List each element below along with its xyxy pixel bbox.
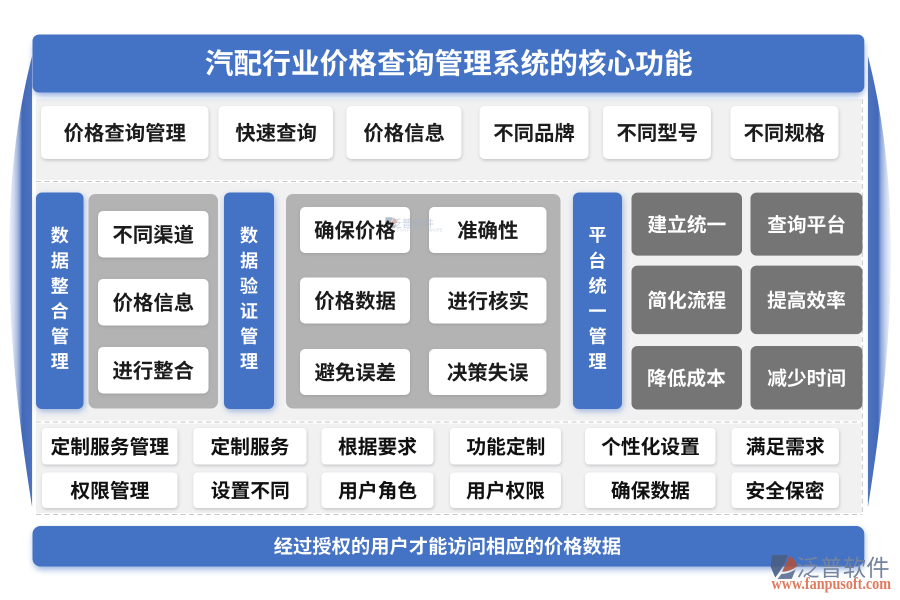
svg-text:www.fanpusoft.com: www.fanpusoft.com bbox=[772, 574, 892, 593]
svg-text:FANPU SOFTWARE: FANPU SOFTWARE bbox=[397, 228, 443, 233]
